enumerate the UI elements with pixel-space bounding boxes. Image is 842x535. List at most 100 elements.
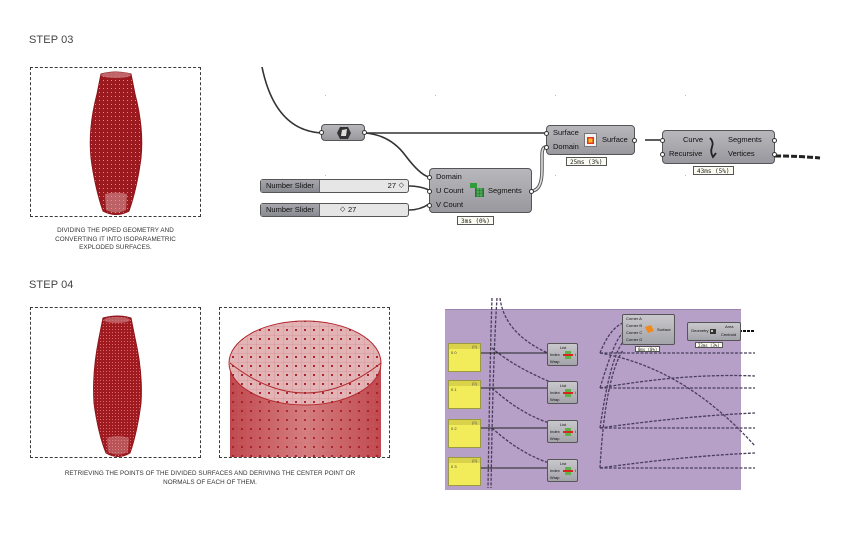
output-label: Surface <box>657 327 671 332</box>
input-port-surface[interactable] <box>544 131 549 136</box>
output-port-segments[interactable] <box>772 138 777 143</box>
panel-header: {0} <box>449 381 480 386</box>
explode-timing: 43ms (5%) <box>693 166 734 175</box>
input-label: Domain <box>553 142 579 151</box>
slider-track[interactable]: 27 ◇ <box>320 180 408 192</box>
output-label: Vertices <box>728 149 755 158</box>
input-label: Index <box>550 390 560 395</box>
input-port-domain[interactable] <box>427 175 432 180</box>
number-slider-u[interactable]: Number Slider 27 ◇ <box>260 179 409 193</box>
output-port-vertices[interactable] <box>772 152 777 157</box>
input-label: Index <box>550 468 560 473</box>
step-04-title: STEP 04 <box>29 279 74 291</box>
panel-header: {0} <box>449 344 480 349</box>
input-label: Wrap <box>550 475 560 480</box>
panel-1[interactable]: {0} 0 1 <box>448 380 481 409</box>
input-label: U Count <box>436 186 464 195</box>
slider-value: 27 <box>387 181 396 190</box>
number-slider-v[interactable]: Number Slider ◇ 27 <box>260 203 409 217</box>
output-label: Centroid <box>721 332 737 337</box>
panel-value: 0 2 <box>451 426 457 431</box>
slider-grip-icon[interactable]: ◇ <box>339 206 346 213</box>
node-title: List <box>560 383 567 388</box>
output-label: Segments <box>728 135 762 144</box>
surface-icon <box>645 325 654 333</box>
input-port-recursive[interactable] <box>660 152 665 157</box>
output-label: Surface <box>602 135 628 144</box>
step-04-image-frame-2 <box>219 307 390 458</box>
panel-2[interactable]: {0} 0 2 <box>448 419 481 448</box>
output-port-surface[interactable] <box>632 138 637 143</box>
input-label: V Count <box>436 200 464 209</box>
panel-value: 0 3 <box>451 464 457 469</box>
explode-node[interactable]: Curve Recursive Segments Vertices <box>660 130 777 164</box>
output-label: i <box>575 429 576 434</box>
input-label: Corner D <box>626 337 643 342</box>
piped-geometry-render <box>89 71 143 215</box>
panel-value: 0 0 <box>451 350 457 355</box>
slider-value: 27 <box>347 205 357 214</box>
input-label: Corner A <box>626 316 642 321</box>
panel-0[interactable]: {0} 0 0 <box>448 343 481 372</box>
list-item-icon-bar <box>563 470 573 472</box>
explode-curve-icon <box>709 137 717 159</box>
area-timing: 23ms (3%) <box>695 342 723 348</box>
wire-vertices-out <box>774 154 821 160</box>
domain-param-node[interactable] <box>319 124 367 141</box>
step-03-grasshopper-canvas[interactable]: Number Slider 27 ◇ Number Slider ◇ 27 Do… <box>255 60 842 240</box>
input-port-u-count[interactable] <box>427 189 432 194</box>
input-port-v-count[interactable] <box>427 203 432 208</box>
four-point-surface-node[interactable]: Corner A Corner B Corner C Corner D Surf… <box>622 314 675 345</box>
output-port-segments[interactable] <box>529 189 534 194</box>
list-item-node-3[interactable]: List Index Wrap i <box>547 459 578 482</box>
input-label: Wrap <box>550 359 560 364</box>
step-03-title: STEP 03 <box>29 34 74 46</box>
input-port[interactable] <box>319 130 324 135</box>
wire-domain-to-divide <box>364 132 430 178</box>
input-label: Wrap <box>550 436 560 441</box>
input-label: Corner B <box>626 323 643 328</box>
list-item-node-1[interactable]: List Index Wrap i <box>547 381 578 404</box>
list-item-icon-bar <box>563 354 573 356</box>
input-label: Curve <box>683 135 704 144</box>
wires <box>261 66 821 211</box>
output-label: i <box>575 352 576 357</box>
divide-domain-node[interactable]: Domain U Count V Count Segments <box>427 168 534 213</box>
surface-centerpoints-closeup <box>228 320 382 457</box>
input-label: Index <box>550 429 560 434</box>
input-label: Index <box>550 352 560 357</box>
input-label: Surface <box>553 128 579 137</box>
panel-3[interactable]: {0} 0 3 <box>448 457 481 486</box>
caption-line: NORMALS OF EACH OF THEM. <box>163 478 257 486</box>
divide-domain-timing: 3ms (0%) <box>457 216 494 225</box>
input-port-curve[interactable] <box>660 138 665 143</box>
node-title: List <box>560 345 567 350</box>
list-item-node-2[interactable]: List Index Wrap i <box>547 420 578 443</box>
area-node[interactable]: Geometry Area Centroid <box>687 322 741 341</box>
input-label: Domain <box>436 172 462 181</box>
isotrim-icon <box>584 133 597 147</box>
input-port-domain[interactable] <box>544 145 549 150</box>
slider-track[interactable]: ◇ 27 <box>320 204 408 216</box>
wire-input <box>261 66 322 134</box>
slider-label: Number Slider <box>261 204 320 216</box>
input-label: Geometry <box>691 328 709 333</box>
list-item-node-0[interactable]: List Index Wrap i <box>547 343 578 366</box>
panel-value: 0 1 <box>451 387 457 392</box>
slider-grip-icon[interactable]: ◇ <box>398 182 404 189</box>
wire-slider1 <box>408 185 430 191</box>
list-item-icon-bar <box>563 431 573 433</box>
isotrim-node[interactable]: Surface Domain Surface <box>544 125 637 155</box>
step-04-image-frame-1 <box>30 307 201 458</box>
input-label: Recursive <box>669 149 703 158</box>
panel-header: {0} <box>449 420 480 425</box>
area-icon <box>710 329 716 334</box>
slider-label: Number Slider <box>261 180 320 192</box>
output-label: i <box>575 468 576 473</box>
output-label: Segments <box>488 186 522 195</box>
input-label: Wrap <box>550 397 560 402</box>
output-port[interactable] <box>362 130 367 135</box>
divide-domain-icon <box>470 183 484 197</box>
step-04-grasshopper-canvas[interactable]: {0} 0 0 {0} 0 1 {0} 0 2 {0} 0 3 List Ind… <box>445 298 756 490</box>
caption-line: DIVIDING THE PIPED GEOMETRY AND <box>57 227 174 234</box>
